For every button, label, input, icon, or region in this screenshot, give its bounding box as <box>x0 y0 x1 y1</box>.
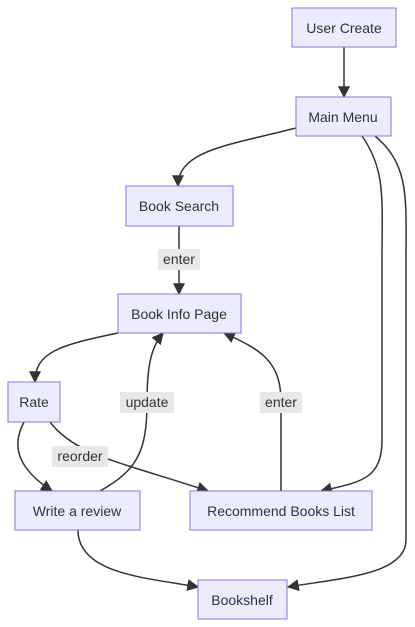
edge-label-review-update-text: update <box>126 394 169 410</box>
node-book-info-page: Book Info Page <box>117 293 242 334</box>
edge-label-recommend-enter-text: enter <box>265 394 297 410</box>
edge-label-rate-reorder-text: reorder <box>57 448 102 464</box>
edge-main-menu-to-recommend-books <box>319 135 383 495</box>
node-bookshelf: Bookshelf <box>197 579 288 620</box>
edge-book-info-to-rate <box>29 332 119 384</box>
node-main-menu-label: Main Menu <box>308 109 377 125</box>
edge-write-review-to-bookshelf <box>77 529 200 591</box>
node-bookshelf-label: Bookshelf <box>211 592 273 608</box>
edge-rate-to-write-review <box>17 421 54 492</box>
edge-label-search-enter: enter <box>158 249 200 270</box>
node-main-menu: Main Menu <box>295 96 392 137</box>
edge-main-menu-to-book-search <box>172 127 297 188</box>
edge-label-search-enter-text: enter <box>163 251 195 267</box>
node-book-search-label: Book Search <box>139 198 219 214</box>
node-book-info-page-label: Book Info Page <box>131 306 227 322</box>
edge-main-menu-to-bookshelf <box>286 135 407 592</box>
node-book-search: Book Search <box>125 185 234 227</box>
node-recommend-books-list: Recommend Books List <box>189 490 373 531</box>
node-rate: Rate <box>7 381 61 423</box>
edge-label-recommend-enter: enter <box>260 392 302 413</box>
edge-label-review-update: update <box>120 392 174 413</box>
node-user-create: User Create <box>291 7 397 48</box>
node-user-create-label: User Create <box>306 20 382 36</box>
node-recommend-books-list-label: Recommend Books List <box>207 503 355 519</box>
node-write-review: Write a review <box>14 490 141 531</box>
edge-label-rate-reorder: reorder <box>52 446 108 467</box>
node-write-review-label: Write a review <box>33 503 122 519</box>
node-rate-label: Rate <box>19 394 49 410</box>
